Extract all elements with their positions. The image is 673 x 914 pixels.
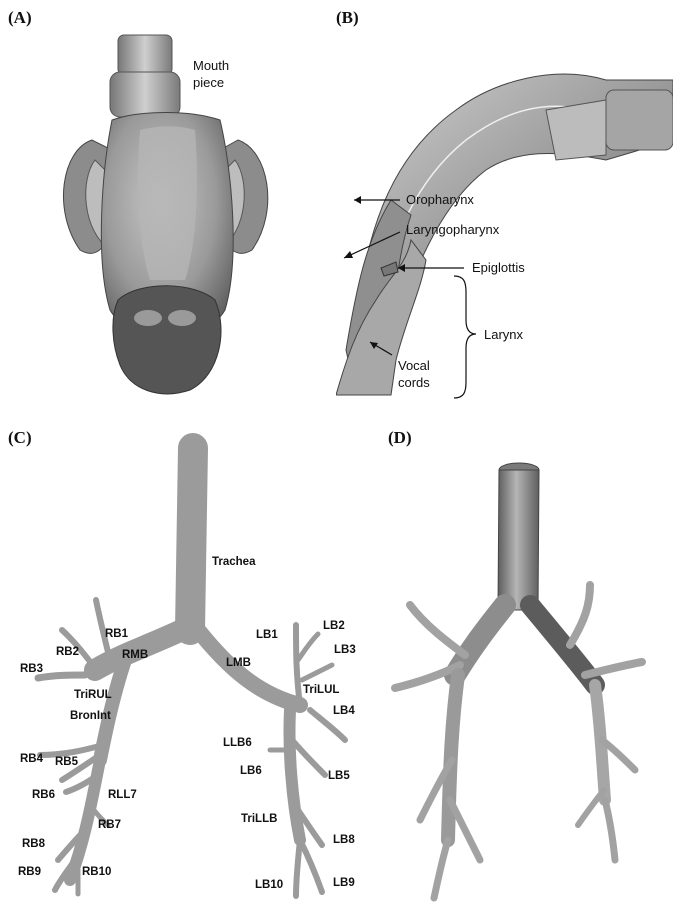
pharynx-mass [113,286,221,394]
label-rll7: RLL7 [108,789,137,801]
label-rb10: RB10 [82,866,111,878]
label-trirul: TriRUL [74,689,112,701]
label-trillb: TriLLB [241,813,277,825]
airway-tree [38,448,345,896]
label-mouth: Mouth [193,58,229,73]
label-trachea: Trachea [212,556,255,568]
mouth-piece-collar [110,72,180,117]
label-lb1: LB1 [256,629,278,641]
label-llb6: LLB6 [223,737,252,749]
label-epiglottis: Epiglottis [472,260,525,275]
left-lower-branch-c-3d [578,790,604,825]
lb3-branch [302,665,332,680]
label-cords: cords [398,375,430,390]
label-rb8: RB8 [22,838,45,850]
larynx-brace [454,276,476,398]
trachea-3d [498,470,539,610]
label-vocal: Vocal [398,358,430,373]
pharynx-opening-left [134,310,162,326]
label-laryngopharynx: Laryngopharynx [406,222,499,237]
lb2-branch [298,634,318,660]
panel-b: (B) Oropharynx Laryngopharynx Epiglottis… [336,0,673,420]
label-rb3: RB3 [20,663,43,675]
trachea-tube [190,448,193,630]
label-lmb: LMB [226,657,251,669]
label-lb3: LB3 [334,644,356,656]
label-lb5: LB5 [328,770,350,782]
label-lb6: LB6 [240,765,262,777]
label-rmb: RMB [122,649,148,661]
mouth-piece-tube [118,35,172,75]
panel-a: (A) Mouth piece [0,0,336,420]
left-lower-branch-b-3d [605,800,615,860]
lb9-branch [300,840,322,892]
label-lb9: LB9 [333,877,355,889]
label-lb4: LB4 [333,705,355,717]
panel-d: (D) [380,420,673,914]
rb4-branch [40,745,103,755]
label-rb2: RB2 [56,646,79,658]
lb1-branch [296,625,300,705]
mouth-cast-model [0,0,336,420]
lb10-branch [296,840,300,896]
mouth-piece-step [546,100,606,160]
label-rb6: RB6 [32,789,55,801]
left-upper-branch-3d [570,585,590,645]
label-lb2: LB2 [323,620,345,632]
arrow-oropharynx-head [354,196,361,204]
lower-left-trunk [289,710,300,840]
label-rb9: RB9 [18,866,41,878]
lb5-branch [292,740,325,775]
label-bronint: BronInt [70,710,111,722]
upper-airway-sagittal-model [336,0,673,420]
label-lb10: LB10 [255,879,283,891]
label-lb8: LB8 [333,834,355,846]
pharynx-opening-right [168,310,196,326]
airway-tree-3d [395,585,642,898]
bronchial-tree-3d [380,420,673,914]
mouth-piece [606,90,673,150]
label-piece: piece [193,75,224,90]
label-rb7: RB7 [98,819,121,831]
label-oropharynx: Oropharynx [406,192,474,207]
label-rb4: RB4 [20,753,43,765]
label-trilul: TriLUL [303,684,339,696]
label-rb5: RB5 [55,756,78,768]
right-upper-branch-3d [410,605,465,655]
rb3-branch [38,675,85,678]
right-lower-branch-c-3d [434,840,448,898]
palate-ridge [138,126,197,280]
panel-c: (C) [0,420,380,914]
label-larynx: Larynx [484,327,523,342]
bronchial-tree-labeled [0,420,380,914]
label-rb1: RB1 [105,628,128,640]
